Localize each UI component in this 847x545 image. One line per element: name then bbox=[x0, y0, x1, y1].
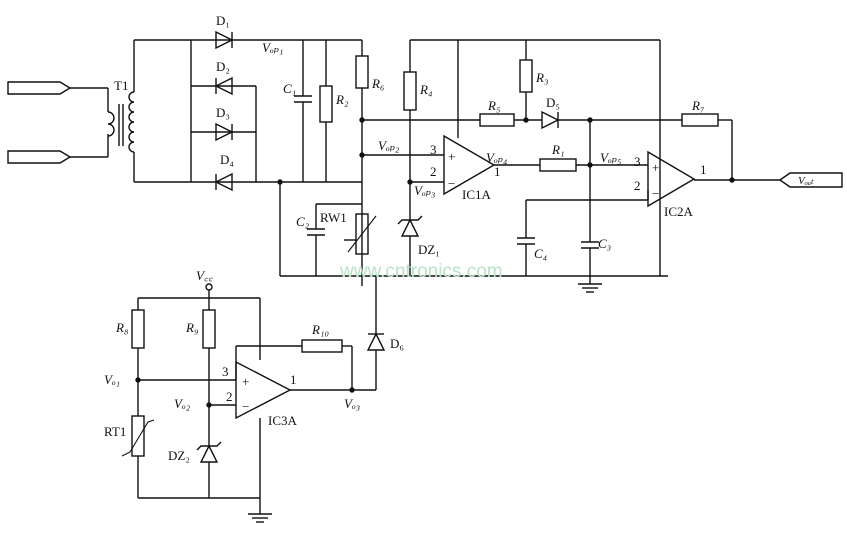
thermistor-rt1 bbox=[121, 415, 155, 457]
output-connector-vout bbox=[778, 172, 843, 188]
label-vop4: Vₒₚ₄ bbox=[486, 150, 508, 165]
label-r4: R₄ bbox=[419, 82, 433, 97]
label-c3: C₃ bbox=[598, 236, 611, 251]
resistor-r8 bbox=[131, 309, 145, 349]
label-rw1: RW1 bbox=[320, 210, 347, 225]
label-d4: D₄ bbox=[220, 152, 234, 167]
label-d1: D₁ bbox=[216, 13, 230, 28]
label-rt1: RT1 bbox=[104, 424, 126, 439]
ic3a-plus: + bbox=[242, 374, 249, 389]
resistor-r2 bbox=[319, 40, 333, 182]
label-vop5: Vₒₚ₅ bbox=[600, 150, 621, 165]
input-connector-top bbox=[7, 81, 109, 112]
capacitor-c2 bbox=[307, 203, 362, 276]
ic3a-pin2: 2 bbox=[226, 389, 233, 404]
label-r1: R₁ bbox=[551, 142, 564, 157]
label-r10: R₁₀ bbox=[311, 322, 329, 337]
label-vop2: Vₒₚ₂ bbox=[378, 138, 400, 153]
capacitor-c4 bbox=[517, 237, 535, 276]
ic3a-pin3: 3 bbox=[222, 364, 229, 379]
input-connector-bottom bbox=[7, 134, 109, 164]
capacitor-c1 bbox=[294, 40, 312, 182]
opamp-ic2a bbox=[647, 150, 696, 208]
diode-d1 bbox=[215, 30, 234, 50]
diode-d4 bbox=[214, 172, 233, 192]
diode-d3 bbox=[215, 122, 234, 142]
ic3a-minus: − bbox=[242, 399, 249, 414]
ground-symbol-main bbox=[578, 283, 602, 293]
ic1a-minus: − bbox=[448, 176, 455, 191]
label-r9: R₉ bbox=[185, 320, 198, 335]
label-ic1a: IC1A bbox=[462, 187, 492, 202]
label-r5: R₅ bbox=[487, 98, 500, 113]
resistor-r5 bbox=[479, 113, 515, 127]
resistor-r6 bbox=[355, 40, 369, 286]
watermark: www.cntronics.com bbox=[339, 261, 503, 282]
label-r8: R₈ bbox=[115, 320, 129, 335]
ic2a-minus: − bbox=[652, 186, 659, 201]
label-vo2: Vₒ₂ bbox=[174, 396, 191, 411]
zener-dz1 bbox=[397, 210, 423, 276]
label-vop3: Vₒₚ₃ bbox=[414, 183, 435, 198]
ic1a-pin2: 2 bbox=[430, 164, 437, 179]
capacitor-c3 bbox=[581, 241, 599, 284]
label-vo3: Vₒ₃ bbox=[344, 396, 360, 411]
label-dz1: DZ₁ bbox=[418, 242, 440, 257]
label-vo1: Vₒ₁ bbox=[104, 372, 120, 387]
ic1a-pin3: 3 bbox=[430, 142, 437, 157]
resistor-r1 bbox=[539, 158, 577, 172]
ic1a-plus: + bbox=[448, 149, 455, 164]
label-r2: R₂ bbox=[335, 92, 349, 107]
label-vcc: V꜀꜀ bbox=[196, 268, 213, 283]
opamp-ic1a bbox=[443, 134, 496, 196]
label-c2: C₂ bbox=[296, 214, 310, 229]
label-t1: T1 bbox=[114, 78, 128, 93]
label-dz2: DZ₂ bbox=[168, 448, 190, 463]
opamp-ic3a bbox=[235, 360, 292, 420]
resistor-r7 bbox=[681, 113, 719, 127]
resistor-r10 bbox=[301, 339, 343, 353]
diode-d2 bbox=[214, 76, 233, 96]
label-ic2a: IC2A bbox=[664, 204, 694, 219]
label-ic3a: IC3A bbox=[268, 413, 298, 428]
label-c4: C₄ bbox=[534, 246, 548, 261]
resistor-r4 bbox=[403, 71, 417, 210]
label-d3: D₃ bbox=[216, 105, 230, 120]
diode-d5 bbox=[541, 110, 560, 130]
ic2a-pin3: 3 bbox=[634, 154, 641, 169]
resistor-r9 bbox=[202, 309, 216, 349]
bridge-rectifier bbox=[134, 39, 362, 183]
label-vop1: Vₒₚ₁ bbox=[262, 40, 283, 55]
ic3a-pin1: 1 bbox=[290, 372, 297, 387]
ic1a-pin1: 1 bbox=[494, 164, 501, 179]
label-d6: D₆ bbox=[390, 336, 404, 351]
ic2a-pin1: 1 bbox=[700, 162, 707, 177]
transformer-t1 bbox=[107, 40, 135, 182]
label-d5: D₅ bbox=[546, 95, 560, 110]
ic2a-plus: + bbox=[652, 160, 659, 175]
label-r3: R₃ bbox=[535, 70, 548, 85]
resistor-r3 bbox=[519, 40, 533, 120]
label-vout: Vₒᵤₜ bbox=[798, 175, 814, 187]
label-r7: R₇ bbox=[691, 98, 705, 113]
ground-symbol-lower bbox=[248, 513, 272, 523]
label-d2: D₂ bbox=[216, 59, 230, 74]
zener-dz2 bbox=[196, 438, 222, 498]
ic2a-pin2: 2 bbox=[634, 178, 641, 193]
potentiometer-rw1 bbox=[344, 213, 377, 255]
label-c1: C₁ bbox=[283, 81, 296, 96]
label-r6: R₆ bbox=[371, 76, 384, 91]
diode-d6 bbox=[366, 332, 386, 351]
